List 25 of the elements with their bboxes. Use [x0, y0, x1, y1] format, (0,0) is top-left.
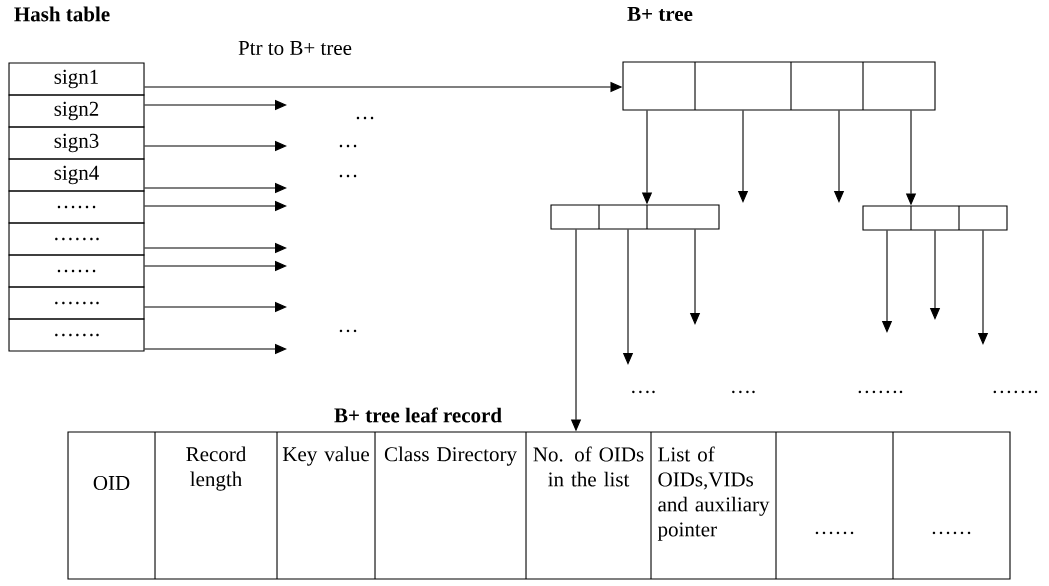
- heading: B+ tree: [627, 7, 693, 21]
- ellipsis: ….: [732, 390, 755, 394]
- hash-cell: sign2: [8, 94, 145, 128]
- tree-node-box: [550, 204, 720, 230]
- hash-cell: ……: [8, 254, 145, 288]
- node-label: B+ tree leaf record: [334, 407, 502, 423]
- hash-cell: sign3: [8, 126, 145, 160]
- hash-cell: sign1: [8, 62, 145, 96]
- ellipsis: ….: [632, 390, 655, 394]
- record-table: B+ tree leaf record OID Record length Key value Class Directory No. of OIDs in the list List of OIDs,VIDs and auxiliary pointer …… ……: [67, 407, 1011, 580]
- ellipsis: …: [339, 329, 357, 333]
- pointer-caption: Ptr to B+ tree: [238, 41, 352, 55]
- hash-cell: …….: [8, 286, 145, 320]
- ellipsis: …: [339, 144, 357, 148]
- ellipsis: …: [339, 174, 357, 178]
- tree-node-box: [862, 205, 1008, 231]
- hash-cell: …….: [8, 222, 145, 256]
- hash-cell: sign4: [8, 158, 145, 192]
- ellipsis: …: [356, 116, 374, 120]
- tree-node-box: [622, 61, 936, 111]
- hash-cell: …….: [8, 318, 145, 352]
- ellipsis: …….: [993, 390, 1038, 394]
- heading: Hash table: [14, 6, 110, 22]
- hash-cell: ……: [8, 190, 145, 224]
- ellipsis: …….: [858, 390, 903, 394]
